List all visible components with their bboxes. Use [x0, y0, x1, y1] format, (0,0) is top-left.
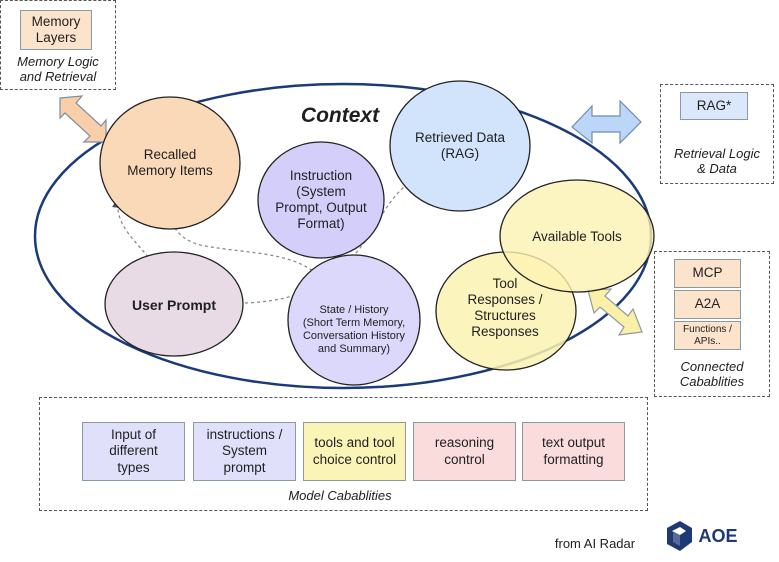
model-panel-caption: Model Cabablities [288, 488, 392, 504]
memory-panel-caption: Memory Logic and Retrieval [17, 53, 99, 84]
node-recalled-memory [99, 96, 241, 230]
node-available-tools [499, 179, 655, 293]
connector-user-to-memory [111, 197, 149, 258]
model-cap-instructions: instructions / System prompt [193, 422, 296, 481]
label-tool-responses: Tool Responses / Structures Responses [467, 276, 543, 339]
model-cap-text-output: text output formatting [522, 422, 625, 481]
node-user-prompt [104, 251, 244, 357]
model-cap-input-types: Input of different types [82, 422, 185, 481]
retrieval-panel [660, 84, 774, 184]
node-instruction [257, 141, 385, 259]
label-available-tools: Available Tools [532, 229, 622, 245]
label-instruction: Instruction (System Prompt, Output Forma… [275, 168, 367, 231]
rag-box: RAG* [680, 92, 748, 120]
connected-panel [654, 251, 770, 397]
label-recalled-memory: Recalled Memory Items [127, 147, 213, 178]
retrieval-panel-caption: Retrieval Logic & Data [674, 145, 760, 176]
model-capabilities-panel [39, 397, 648, 511]
memory-arrow [59, 95, 107, 143]
memory-layers-box: Memory Layers [20, 10, 92, 50]
aoe-logo-text: AOE [698, 526, 738, 547]
memory-panel [0, 0, 116, 90]
aoe-logo-icon [667, 521, 692, 551]
connected-panel-caption: Connected Cabablities [679, 358, 745, 389]
mcp-box: MCP [674, 259, 741, 288]
label-user-prompt: User Prompt [131, 296, 217, 313]
connector-state-to-memory [162, 200, 326, 284]
context-title: Context [300, 103, 380, 127]
model-cap-tools-control: tools and tool choice control [303, 422, 406, 481]
source-credit: from AI Radar [554, 536, 636, 552]
node-retrieved-data [389, 80, 531, 212]
node-state-history [287, 254, 421, 386]
label-state-history: State / History (Short Term Memory, Conv… [302, 304, 406, 355]
a2a-box: A2A [674, 290, 741, 319]
functions-apis-box: Functions / APIs.. [674, 321, 741, 350]
model-cap-reasoning: reasoning control [413, 422, 516, 481]
label-retrieved-data: Retrieved Data (RAG) [414, 130, 506, 161]
tools-arrow [587, 288, 643, 336]
retrieval-arrow [571, 99, 642, 145]
